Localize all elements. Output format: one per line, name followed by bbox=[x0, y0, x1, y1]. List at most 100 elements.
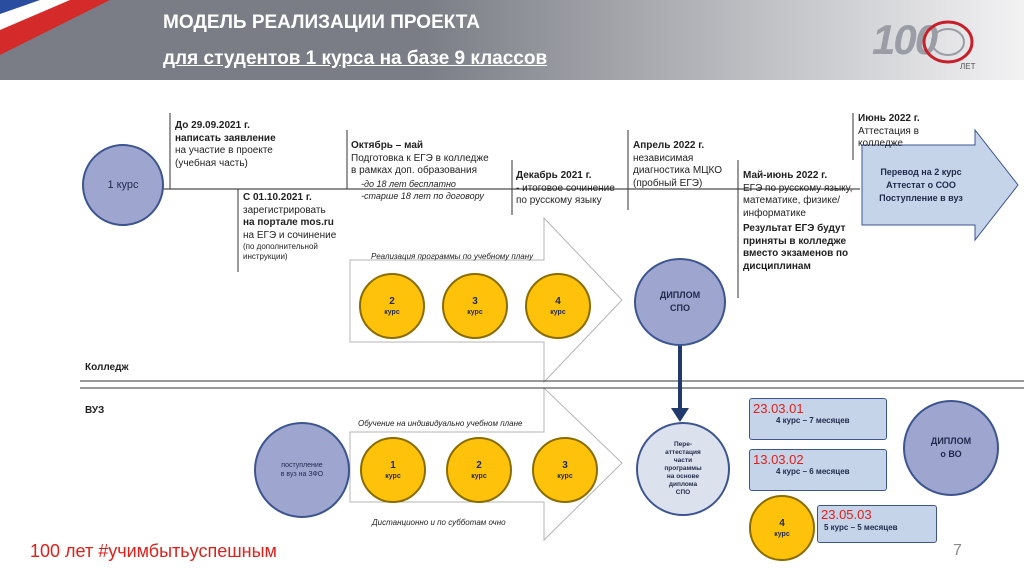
milestone-preparation-line3: в рамках доп. образования bbox=[351, 165, 478, 176]
admission-circle: поступление в вуз на ЗФО bbox=[254, 422, 350, 518]
reatt-line6: диплома bbox=[668, 481, 698, 488]
vuz-caption-top: Обучение на индивидуально учебном плане bbox=[358, 419, 523, 428]
vuz-course-3: 3 курс bbox=[532, 437, 598, 503]
college-course-3: 3 курс bbox=[442, 273, 508, 339]
page-subtitle: для студентов 1 курса на базе 9 классов bbox=[163, 48, 548, 69]
milestone-preparation-line4: -до 18 лет бесплатно bbox=[361, 178, 456, 189]
logo-sub: ЛЕТ bbox=[960, 62, 976, 71]
reatt-line2: аттестация bbox=[665, 449, 701, 456]
page-number: 7 bbox=[953, 542, 962, 559]
reatt-line5: на основе bbox=[666, 473, 700, 480]
vuz-course-4-num: 4 bbox=[779, 518, 785, 529]
milestone-attestation: Июнь 2022 г. Аттестация в колледже bbox=[858, 113, 968, 151]
vuz-course-1: 1 курс bbox=[360, 437, 426, 503]
program-code-3: 23.05.03 bbox=[821, 507, 872, 522]
transfer-arrow-text: Перевод на 2 курс Аттестат о СОО Поступл… bbox=[866, 166, 976, 205]
footer-hashtag: 100 лет #учимбытьуспешным bbox=[30, 541, 277, 561]
page-title: МОДЕЛЬ РЕАЛИЗАЦИИ ПРОЕКТА bbox=[163, 12, 480, 33]
milestone-diagnostics-date: Апрель 2022 г. bbox=[633, 140, 705, 151]
college-caption: Реализация программы по учебному плану bbox=[371, 252, 534, 261]
vuz-course-4-word: курс bbox=[774, 531, 790, 538]
diploma-spo-line2: СПО bbox=[670, 303, 690, 313]
vuz-section-label: ВУЗ bbox=[85, 405, 105, 416]
milestone-exams-line3: математике, физике/ bbox=[743, 195, 841, 206]
milestone-registration-line4: на ЕГЭ и сочинение bbox=[243, 229, 337, 241]
vuz-course-1-num: 1 bbox=[390, 460, 396, 471]
milestone-exams: Май-июнь 2022 г. ЕГЭ по русскому языку, … bbox=[743, 170, 863, 273]
diploma-spo-circle: ДИПЛОМ СПО bbox=[634, 258, 726, 346]
vuz-course-4: 4 курс bbox=[749, 495, 815, 561]
milestone-exams-line6: приняты в колледже bbox=[743, 235, 847, 247]
milestone-exams-line2: ЕГЭ по русскому языку, bbox=[743, 182, 853, 194]
start-circle-1-course: 1 курс bbox=[82, 144, 164, 226]
flag-corner-decoration bbox=[0, 0, 110, 55]
diploma-vo-line1: ДИПЛОМ bbox=[930, 436, 972, 446]
college-course-4-num: 4 bbox=[555, 296, 561, 307]
milestone-registration-line2: зарегистрировать bbox=[243, 204, 326, 216]
milestone-diagnostics-line3: диагностика МЦКО bbox=[633, 165, 723, 176]
program-box-23-03-01: 23.03.01 4 курс – 7 месяцев bbox=[749, 398, 887, 440]
diploma-spo-line1: ДИПЛОМ bbox=[659, 290, 701, 300]
milestone-registration-date: С 01.10.2021 г. bbox=[243, 192, 312, 203]
logo-100: 100 bbox=[872, 16, 938, 63]
milestone-application-date: До 29.09.2021 г. bbox=[175, 120, 250, 131]
transfer-arrow-line3: Поступление в вуз bbox=[879, 193, 963, 203]
program-desc-3: 5 курс – 5 месяцев bbox=[824, 523, 898, 532]
vuz-caption-bottom: Дистанционно и по субботам очно bbox=[372, 518, 506, 527]
milestone-diagnostics-line2: независимая bbox=[633, 152, 694, 164]
vuz-course-3-num: 3 bbox=[562, 460, 568, 471]
milestone-preparation-date: Октябрь – май bbox=[351, 140, 424, 151]
milestone-attestation-line2: Аттестация в bbox=[858, 125, 919, 137]
college-course-2-num: 2 bbox=[389, 296, 395, 307]
milestone-diagnostics-line4: (пробный ЕГЭ) bbox=[633, 177, 703, 189]
milestone-exams-line7: вместо экзаменов по bbox=[743, 248, 849, 259]
program-desc-2: 4 курс – 6 месяцев bbox=[776, 467, 850, 476]
milestone-essay-line2: - итоговое сочинение bbox=[516, 182, 615, 194]
vuz-course-3-word: курс bbox=[557, 473, 573, 480]
milestone-registration-line3: на портале mos.ru bbox=[243, 217, 334, 228]
milestone-exams-line4: информатике bbox=[743, 207, 806, 219]
college-course-3-word: курс bbox=[467, 309, 483, 316]
start-circle-label: 1 курс bbox=[107, 178, 139, 191]
milestone-registration-line6: инструкции) bbox=[243, 252, 288, 261]
vuz-course-1-word: курс bbox=[385, 473, 401, 480]
milestone-application-line4: (учебная часть) bbox=[175, 157, 248, 169]
milestone-essay-date: Декабрь 2021 г. bbox=[516, 170, 592, 181]
college-course-3-num: 3 bbox=[472, 296, 478, 307]
vuz-course-2-num: 2 bbox=[476, 460, 482, 471]
milestone-exams-line8: дисциплинам bbox=[743, 260, 811, 272]
milestone-preparation-line5: -старше 18 лет по договору bbox=[361, 191, 484, 201]
program-box-23-05-03: 23.05.03 5 курс – 5 месяцев bbox=[817, 505, 937, 543]
milestone-application: До 29.09.2021 г. написать заявление на у… bbox=[175, 120, 335, 170]
logo-swirl-icon bbox=[922, 20, 974, 64]
program-code-1: 23.03.01 bbox=[753, 401, 804, 416]
milestone-registration: С 01.10.2021 г. зарегистрировать на порт… bbox=[243, 192, 353, 262]
milestone-diagnostics: Апрель 2022 г. независимая диагностика М… bbox=[633, 140, 743, 190]
transfer-arrow-line2: Аттестат о СОО bbox=[886, 180, 956, 190]
milestone-preparation-line2: Подготовка к ЕГЭ в колледже bbox=[351, 152, 489, 164]
program-code-2: 13.03.02 bbox=[753, 452, 804, 467]
diploma-vo-circle: ДИПЛОМ о ВО bbox=[903, 400, 999, 496]
admission-line1: поступление bbox=[281, 462, 323, 469]
milestone-attestation-date: Июнь 2022 г. bbox=[858, 113, 920, 124]
college-section-label: Колледж bbox=[85, 362, 129, 373]
reattestation-circle: Пере- аттестация части программы на осно… bbox=[636, 422, 730, 516]
milestone-application-line2: написать заявление bbox=[175, 132, 276, 144]
milestone-exams-line5: Результат ЕГЭ будут bbox=[743, 223, 846, 234]
reatt-line7: СПО bbox=[675, 489, 691, 496]
milestone-attestation-line3: колледже bbox=[858, 138, 903, 149]
diploma-vo-line2: о ВО bbox=[940, 449, 962, 459]
milestone-essay-line3: по русскому языку bbox=[516, 195, 602, 206]
reatt-line3: части bbox=[673, 457, 693, 464]
reatt-line1: Пере- bbox=[673, 441, 693, 448]
milestone-application-line3: на участие в проекте bbox=[175, 145, 273, 156]
milestone-registration-line5: (по дополнительной bbox=[243, 242, 318, 251]
admission-line2: в вуз на ЗФО bbox=[280, 471, 324, 478]
program-box-13-03-02: 13.03.02 4 курс – 6 месяцев bbox=[749, 449, 887, 491]
program-desc-1: 4 курс – 7 месяцев bbox=[776, 416, 850, 425]
transfer-arrow-line1: Перевод на 2 курс bbox=[880, 167, 962, 177]
